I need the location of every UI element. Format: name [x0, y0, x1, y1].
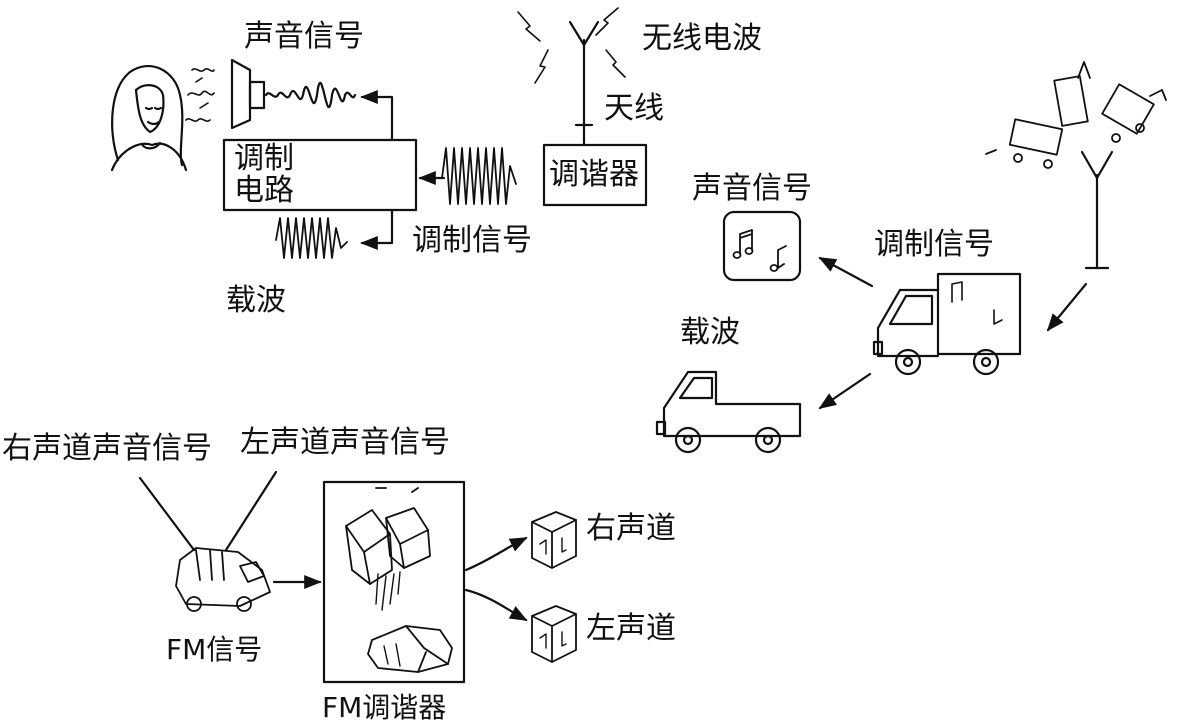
- right-channel-arrow: [464, 536, 528, 572]
- right-modulated-signal-label: 调制信号: [874, 227, 994, 262]
- modulated-signal-label: 调制信号: [412, 223, 532, 258]
- carrier-arrow: [360, 208, 394, 251]
- music-note-icon: [732, 229, 787, 272]
- woman-figure-icon: [110, 65, 188, 172]
- modulation-circuit-box: [222, 138, 418, 212]
- to-carrier-arrow: [818, 372, 872, 410]
- modulated-signal-truck-icon: [872, 272, 1022, 376]
- left-channel-label: 左声道: [586, 611, 676, 646]
- wave-arrow: [1046, 282, 1088, 332]
- modulated-signal-wave: [441, 147, 517, 205]
- speaker-icon: [230, 58, 266, 130]
- carrier-wave: [275, 217, 348, 259]
- sound-signal-label: 声音信号: [244, 19, 364, 54]
- left-channel-arrow: [464, 588, 528, 622]
- modulation-circuit-label-line2: 电路: [234, 173, 294, 208]
- tuner-label: 调谐器: [549, 157, 639, 192]
- right-channel-sound-signal-label: 右声道声音信号: [2, 431, 212, 466]
- fm-signal-label: FM信号: [166, 633, 263, 666]
- right-sound-signal-label: 声音信号: [692, 171, 812, 206]
- lightning-icon: [517, 7, 626, 84]
- right-channel-label: 右声道: [586, 511, 676, 546]
- modulation-circuit-label-line1: 调制: [234, 141, 294, 176]
- antenna-label: 天线: [604, 91, 664, 126]
- left-channel-pointer: [224, 470, 278, 552]
- sound-wave: [264, 81, 357, 109]
- sound-arrow: [360, 89, 394, 142]
- splitting-boxes-icon: [345, 487, 453, 673]
- left-channel-speaker-icon: [531, 605, 577, 663]
- carrier-label: 载波: [226, 283, 286, 318]
- right-carrier-label: 载波: [680, 315, 740, 350]
- radio-wave-label: 无线电波: [642, 21, 762, 56]
- fm-tuner-box: [322, 480, 466, 684]
- right-channel-pointer: [138, 476, 196, 552]
- antenna-icon: [568, 20, 600, 147]
- left-channel-sound-signal-label: 左声道声音信号: [240, 425, 450, 460]
- tuner-box: [542, 143, 648, 207]
- fm-signal-truck-icon: [175, 547, 271, 612]
- right-antenna-icon: [1080, 150, 1114, 270]
- right-channel-speaker-icon: [531, 511, 577, 569]
- fm-tuner-label: FM调谐器: [322, 691, 447, 724]
- sound-scribble-icon: [185, 68, 215, 122]
- carrier-truck-icon: [655, 370, 802, 454]
- to-sound-arrow: [818, 256, 874, 288]
- stacked-trucks-icon: [985, 61, 1167, 169]
- sound-signal-box: [722, 210, 802, 282]
